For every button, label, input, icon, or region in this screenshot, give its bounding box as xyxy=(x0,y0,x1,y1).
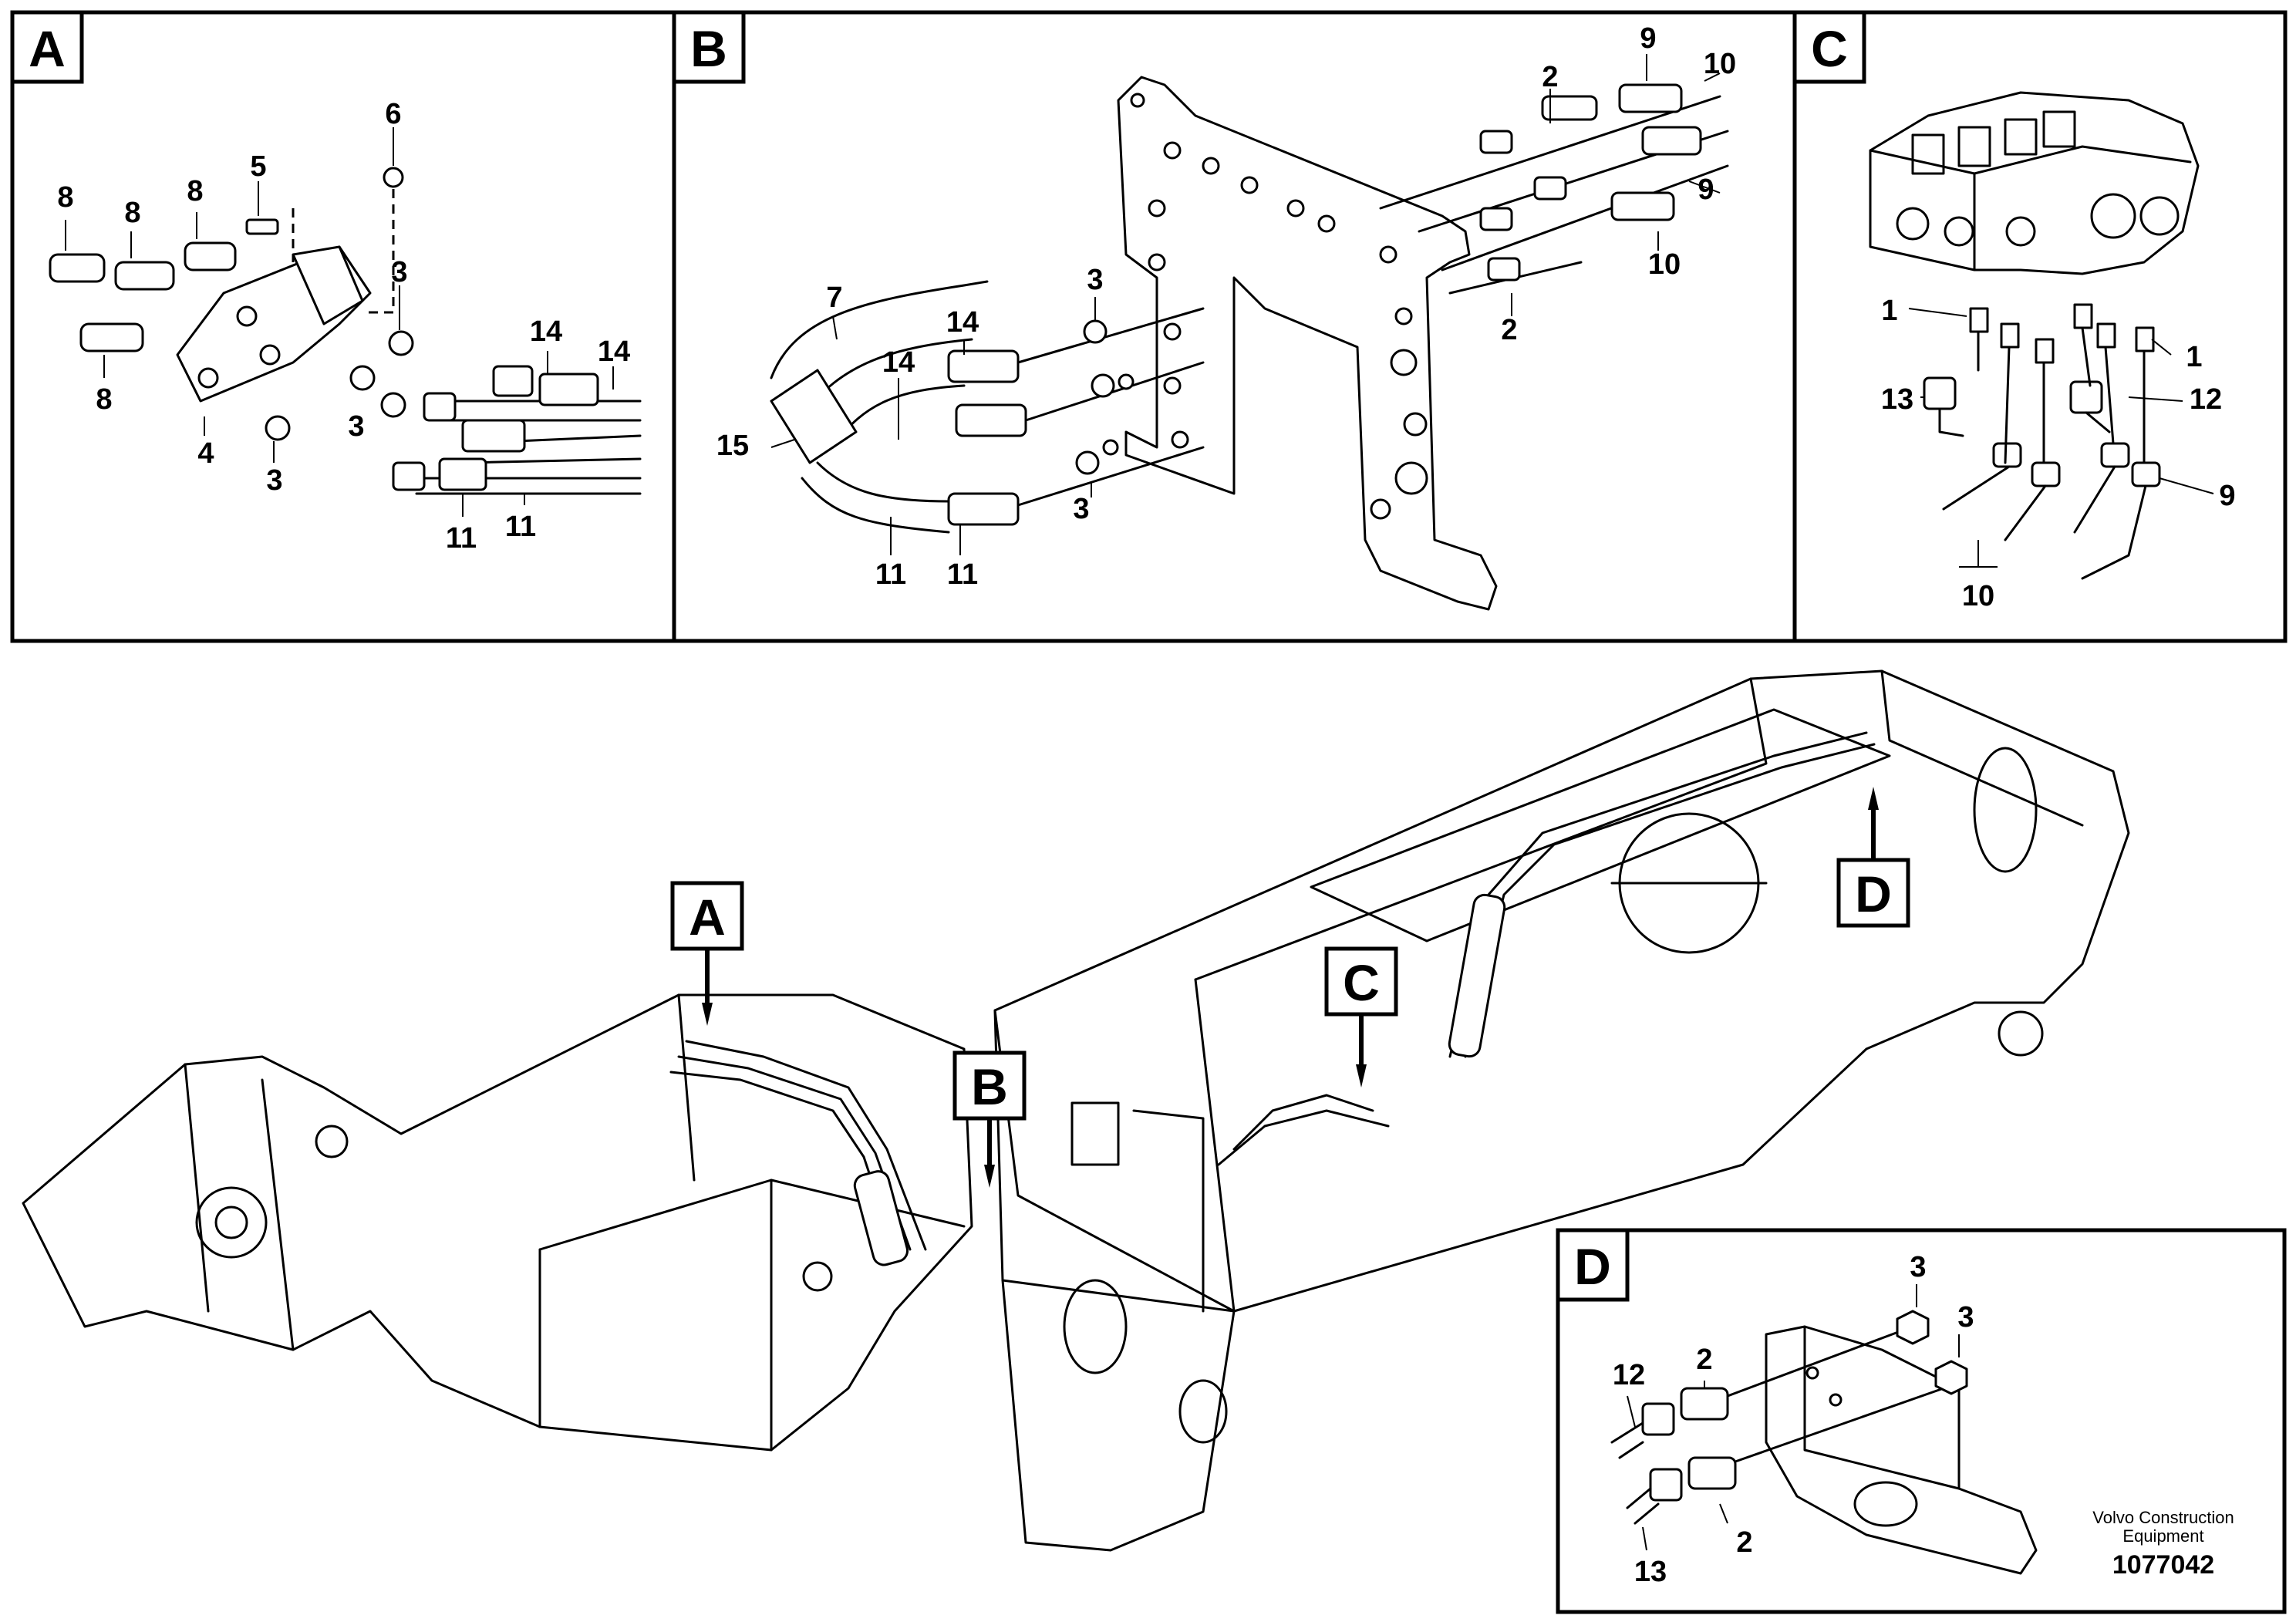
panel-a-label: 8 xyxy=(57,181,73,214)
panel-c-label: 10 xyxy=(1962,580,1994,612)
panel-a-label: 14 xyxy=(598,336,630,368)
main-tag-b: B xyxy=(952,1050,1027,1188)
machine-frame-overview xyxy=(22,669,2130,1552)
panel-b-letter: B xyxy=(690,20,727,77)
panel-d-label: 13 xyxy=(1634,1556,1667,1588)
panel-d-letter: D xyxy=(1574,1238,1611,1295)
panel-d-label: 3 xyxy=(1910,1251,1926,1283)
panel-a-label: 8 xyxy=(187,175,203,207)
panel-c-label: 1 xyxy=(2186,341,2202,373)
panel-b-label: 11 xyxy=(875,558,906,591)
panel-c-label: 1 xyxy=(1881,295,1897,327)
panel-a-label: 5 xyxy=(250,150,266,183)
panel-a-label: 8 xyxy=(96,383,112,416)
panel-b-label: 3 xyxy=(1073,493,1089,525)
panel-a-label: 4 xyxy=(197,437,214,470)
panel-b-label: 14 xyxy=(946,306,979,339)
main-tag-a: A xyxy=(670,881,744,1026)
panel-b-label: 3 xyxy=(1087,264,1103,296)
panel-b-label: 9 xyxy=(1640,22,1656,55)
panel-a-label: 6 xyxy=(385,98,401,130)
panel-b-label: 10 xyxy=(1704,48,1736,80)
document-number: 1077042 xyxy=(2112,1550,2214,1580)
detail-panel-a: A xyxy=(10,10,676,643)
panel-a-label: 11 xyxy=(446,522,477,555)
panel-a-letter: A xyxy=(29,20,66,77)
svg-text:D: D xyxy=(1855,865,1892,922)
panel-c-label: 13 xyxy=(1881,383,1913,416)
panel-b-label: 15 xyxy=(716,430,749,462)
brand-line-2: Equipment xyxy=(2122,1526,2203,1546)
panel-d-label: 2 xyxy=(1696,1344,1712,1376)
panel-d-label: 2 xyxy=(1736,1526,1752,1559)
detail-panel-b: B xyxy=(672,10,1797,643)
panel-b-label: 14 xyxy=(882,346,915,379)
detail-panel-c: C 1 1 xyxy=(1792,10,2288,643)
brand-line-1: Volvo Construction xyxy=(2092,1508,2234,1527)
svg-text:A: A xyxy=(689,889,726,946)
panel-a-label: 14 xyxy=(530,315,562,348)
panel-b-label: 9 xyxy=(1698,174,1714,206)
main-tag-c: C xyxy=(1324,946,1398,1088)
panel-c-letter: C xyxy=(1811,20,1848,77)
main-tag-d: D xyxy=(1836,787,1910,928)
panel-a-label: 11 xyxy=(505,511,536,543)
panel-b-label: 2 xyxy=(1542,61,1558,93)
panel-a-label: 3 xyxy=(391,256,407,288)
panel-a-label: 3 xyxy=(348,410,364,443)
svg-text:B: B xyxy=(971,1058,1008,1115)
detail-panel-d: D 3 3 12 2 2 13 Volvo Construction xyxy=(1556,1228,2287,1614)
panel-a-label: 8 xyxy=(124,197,140,229)
panel-b-label: 11 xyxy=(947,558,978,591)
panel-b-label: 10 xyxy=(1648,248,1681,281)
panel-d-label: 12 xyxy=(1613,1359,1645,1391)
panel-b-label: 7 xyxy=(826,282,842,314)
svg-text:C: C xyxy=(1343,954,1380,1011)
panel-c-label: 9 xyxy=(2219,480,2235,512)
panel-a-label: 3 xyxy=(266,464,282,497)
panel-d-label: 3 xyxy=(1957,1301,1974,1334)
panel-b-label: 2 xyxy=(1501,314,1517,346)
panel-c-label: 12 xyxy=(2190,383,2222,416)
